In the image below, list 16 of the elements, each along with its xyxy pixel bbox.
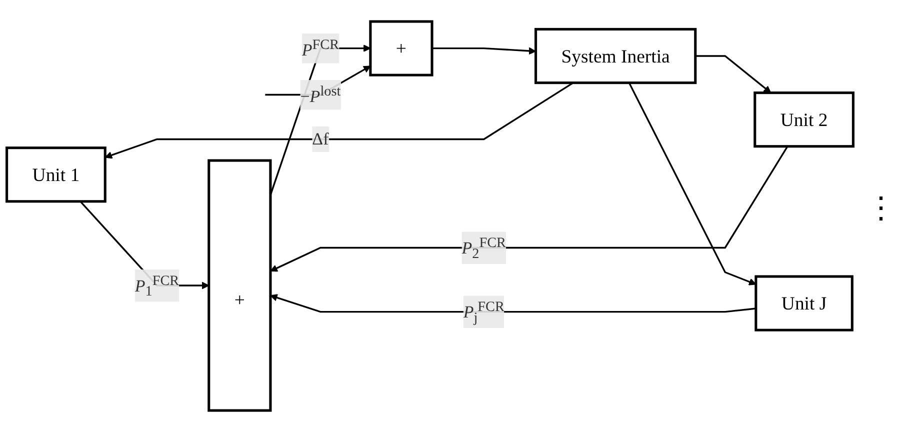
node-box: + (369, 20, 434, 76)
arrow (432, 47, 536, 55)
arrow (695, 55, 772, 94)
arrow (270, 146, 788, 272)
node-box: Unit J (754, 275, 854, 332)
node-box: + (208, 159, 272, 412)
edge-label: Δf (312, 130, 329, 149)
node-box: System Inertia (534, 28, 697, 84)
vertical-ellipsis: ⋮ (866, 191, 896, 226)
node-box: Unit 2 (754, 92, 854, 148)
arrow (270, 294, 756, 313)
arrow (628, 82, 756, 286)
arrow (104, 82, 574, 159)
node-box: Unit 1 (6, 146, 106, 203)
edge-label: P$^{FCR}$ (302, 36, 340, 60)
edge-label: −P$^{lost}$ (300, 82, 341, 106)
